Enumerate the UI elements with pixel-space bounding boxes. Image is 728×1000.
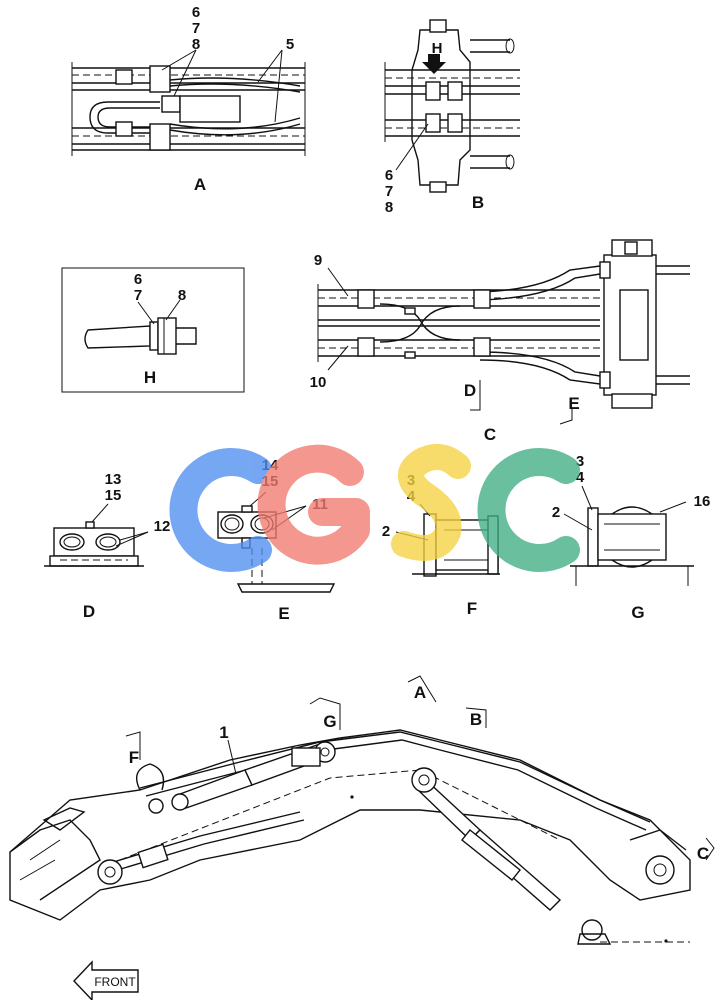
watermark-letter-g bbox=[257, 444, 370, 565]
watermark-logo bbox=[169, 443, 580, 572]
view-d-drawing bbox=[44, 521, 144, 567]
callout-b-7: 7 bbox=[385, 183, 393, 200]
section-mark-boom-b bbox=[465, 707, 487, 728]
callout-c-9: 9 bbox=[314, 252, 322, 269]
callout-c-10: 10 bbox=[310, 374, 327, 391]
boom-assembly-drawing bbox=[9, 729, 691, 945]
view-g-drawing bbox=[570, 506, 694, 586]
callout-b-6: 6 bbox=[385, 167, 393, 184]
view-label-a: A bbox=[194, 175, 206, 194]
view-label-e: E bbox=[278, 604, 289, 623]
section-mark-boom-a bbox=[407, 675, 437, 703]
callout-g-16: 16 bbox=[694, 493, 711, 510]
callout-a-5: 5 bbox=[286, 36, 294, 53]
callout-d-12: 12 bbox=[154, 518, 171, 535]
callout-f-2: 2 bbox=[382, 523, 390, 540]
front-label: FRONT bbox=[94, 975, 136, 989]
callout-g-2: 2 bbox=[552, 504, 560, 521]
section-mark-d bbox=[470, 380, 481, 411]
callout-d-15: 15 bbox=[105, 487, 122, 504]
callout-h-7: 7 bbox=[134, 287, 142, 304]
callout-h-6: 6 bbox=[134, 271, 142, 288]
view-label-c: C bbox=[484, 425, 496, 444]
view-h-drawing bbox=[84, 317, 197, 355]
callout-boom-c: C bbox=[697, 844, 709, 863]
callout-a-7: 7 bbox=[192, 20, 200, 37]
callout-boom-1: 1 bbox=[219, 723, 228, 742]
callout-a-8: 8 bbox=[192, 36, 200, 53]
watermark-letter-c1 bbox=[169, 448, 272, 572]
front-arrow-icon bbox=[73, 960, 139, 1000]
watermark-letter-c2 bbox=[477, 448, 580, 572]
callout-d-13: 13 bbox=[105, 471, 122, 488]
callout-a-6: 6 bbox=[192, 4, 200, 21]
watermark-letter-s bbox=[391, 443, 471, 561]
callout-boom-b: B bbox=[470, 710, 482, 729]
view-label-f: F bbox=[467, 599, 477, 618]
callout-h-8: 8 bbox=[178, 287, 186, 304]
view-label-b: B bbox=[472, 193, 484, 212]
view-label-h: H bbox=[144, 368, 156, 387]
callout-boom-f: F bbox=[129, 748, 139, 767]
callout-boom-a: A bbox=[414, 683, 426, 702]
callout-b-8: 8 bbox=[385, 199, 393, 216]
callout-boom-g: G bbox=[323, 712, 336, 731]
detail-box-h bbox=[61, 267, 245, 393]
view-label-g: G bbox=[631, 603, 644, 622]
callout-c-e: E bbox=[568, 394, 579, 413]
section-mark-boom-f bbox=[125, 731, 141, 760]
section-mark-boom-c bbox=[705, 837, 715, 861]
view-c-drawing bbox=[317, 239, 690, 409]
view-b-drawing bbox=[384, 19, 520, 193]
section-mark-e bbox=[559, 408, 573, 425]
view-label-d: D bbox=[83, 602, 95, 621]
view-a-drawing bbox=[71, 62, 306, 156]
callout-g-3: 3 bbox=[576, 453, 584, 470]
callout-c-d: D bbox=[464, 381, 476, 400]
callout-b-h: H bbox=[432, 40, 443, 57]
callout-g-4: 4 bbox=[576, 469, 585, 486]
section-mark-boom-g bbox=[309, 697, 341, 730]
